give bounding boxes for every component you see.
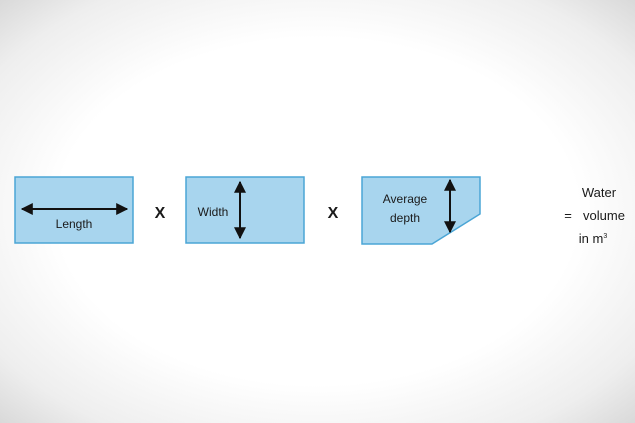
length-box: Length	[14, 176, 134, 244]
result-unit-superscript: 3	[603, 233, 607, 240]
depth-label-line1: Average	[383, 192, 428, 206]
equals-sign: =	[564, 208, 572, 223]
width-box: Width	[185, 176, 305, 244]
result-line-2: volume	[583, 208, 625, 223]
result-block: Water = volume in m3	[564, 185, 625, 246]
depth-shape: Average depth	[361, 176, 481, 245]
width-label: Width	[198, 205, 229, 219]
depth-polygon	[361, 176, 481, 245]
multiply-operator-1: X	[155, 205, 166, 222]
depth-label-line2: depth	[390, 211, 420, 225]
result-unit-text: in m	[579, 231, 604, 246]
length-label: Length	[56, 217, 93, 231]
result-line-3: in m3	[579, 231, 608, 246]
result-line-1: Water	[582, 185, 617, 200]
multiply-operator-2: X	[328, 205, 339, 222]
